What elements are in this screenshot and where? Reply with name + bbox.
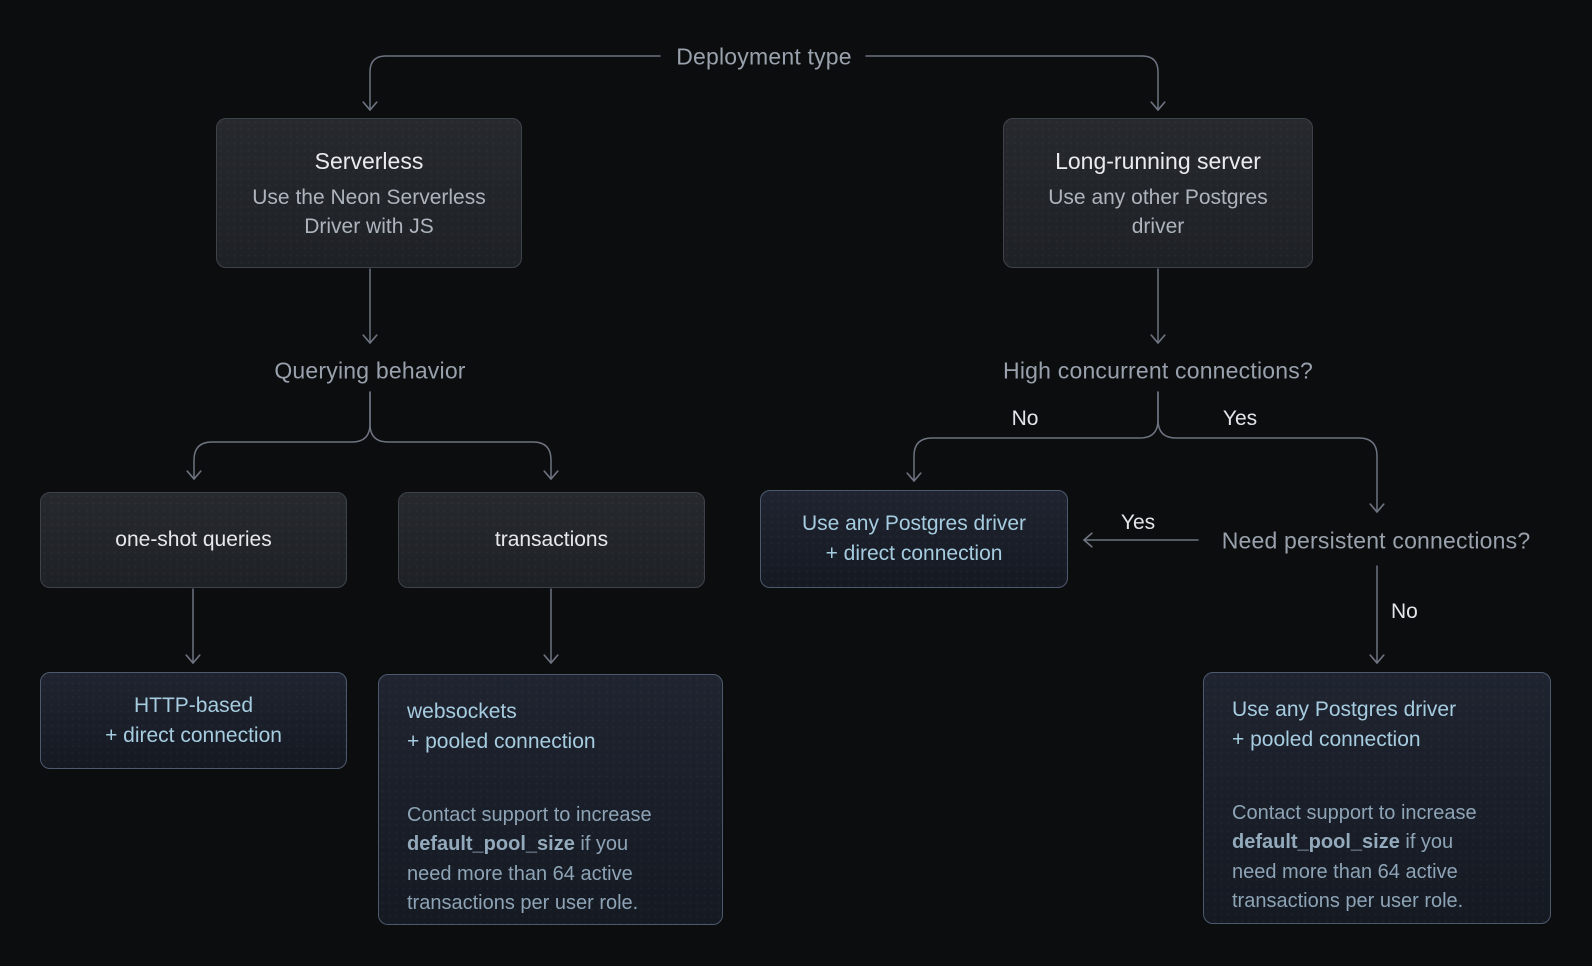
note-pool-size-code: default_pool_size: [407, 833, 575, 855]
node-transactions-label: transactions: [494, 528, 609, 551]
node-long-running-title: Long-running server: [1055, 147, 1261, 174]
label-need-persistent-connections: Need persistent connections?: [1221, 527, 1531, 554]
node-websockets-title: websockets + pooled connection: [407, 700, 596, 753]
node-pooled-connection-driver: Use any Postgres driver + pooled connect…: [1203, 672, 1551, 924]
node-serverless-subtitle: Use the Neon Serverless Driver with JS: [252, 185, 486, 238]
edge-querying-to-transactions: [369, 391, 559, 480]
node-one-shot-label: one-shot queries: [115, 528, 272, 551]
node-transactions: transactions: [398, 492, 705, 588]
note-text-prefix: Contact support to increase: [407, 803, 652, 826]
label-high-concurrent-connections: High concurrent connections?: [1003, 357, 1313, 384]
edge-label-no-persistent: No: [1391, 600, 1418, 623]
edge-root-to-long-running: [865, 55, 1166, 111]
node-direct-connection-driver: Use any Postgres driver + direct connect…: [760, 490, 1068, 588]
node-http-based-label: HTTP-based + direct connection: [105, 693, 282, 747]
node-one-shot-queries: one-shot queries: [40, 492, 347, 588]
edge-root-to-serverless: [362, 55, 661, 111]
node-pooled-driver-note: Contact support to increase default_pool…: [1232, 769, 1522, 917]
node-serverless-title: Serverless: [314, 147, 424, 174]
edge-label-yes: Yes: [1222, 407, 1258, 430]
root-label: Deployment type: [676, 43, 852, 70]
note-pool-size-code: default_pool_size: [1232, 831, 1400, 853]
edge-label-no: No: [1011, 407, 1039, 430]
node-websockets-note: Contact support to increase default_pool…: [407, 771, 694, 919]
node-long-running-server: Long-running server Use any other Postgr…: [1003, 118, 1313, 268]
note-text-suffix: if you need more than 64 active transact…: [407, 833, 639, 914]
node-websockets-pooled: websockets + pooled connection Contact s…: [378, 674, 723, 925]
label-querying-behavior: Querying behavior: [274, 357, 466, 384]
node-serverless: Serverless Use the Neon Serverless Drive…: [216, 118, 522, 268]
edge-label-yes-persistent: Yes: [1120, 511, 1156, 534]
edge-querying-to-one-shot: [186, 391, 371, 480]
edge-concurrent-no-to-direct: [906, 391, 1159, 482]
edge-concurrent-yes-to-persistent: [1157, 391, 1385, 513]
note-text-suffix: if you need more than 64 active transact…: [1232, 831, 1464, 912]
node-http-based: HTTP-based + direct connection: [40, 672, 347, 769]
node-long-running-subtitle: Use any other Postgres driver: [1048, 185, 1268, 238]
node-direct-driver-label: Use any Postgres driver + direct connect…: [801, 512, 1027, 565]
note-text-prefix: Contact support to increase: [1232, 801, 1477, 824]
node-pooled-driver-title: Use any Postgres driver + pooled connect…: [1232, 698, 1457, 751]
